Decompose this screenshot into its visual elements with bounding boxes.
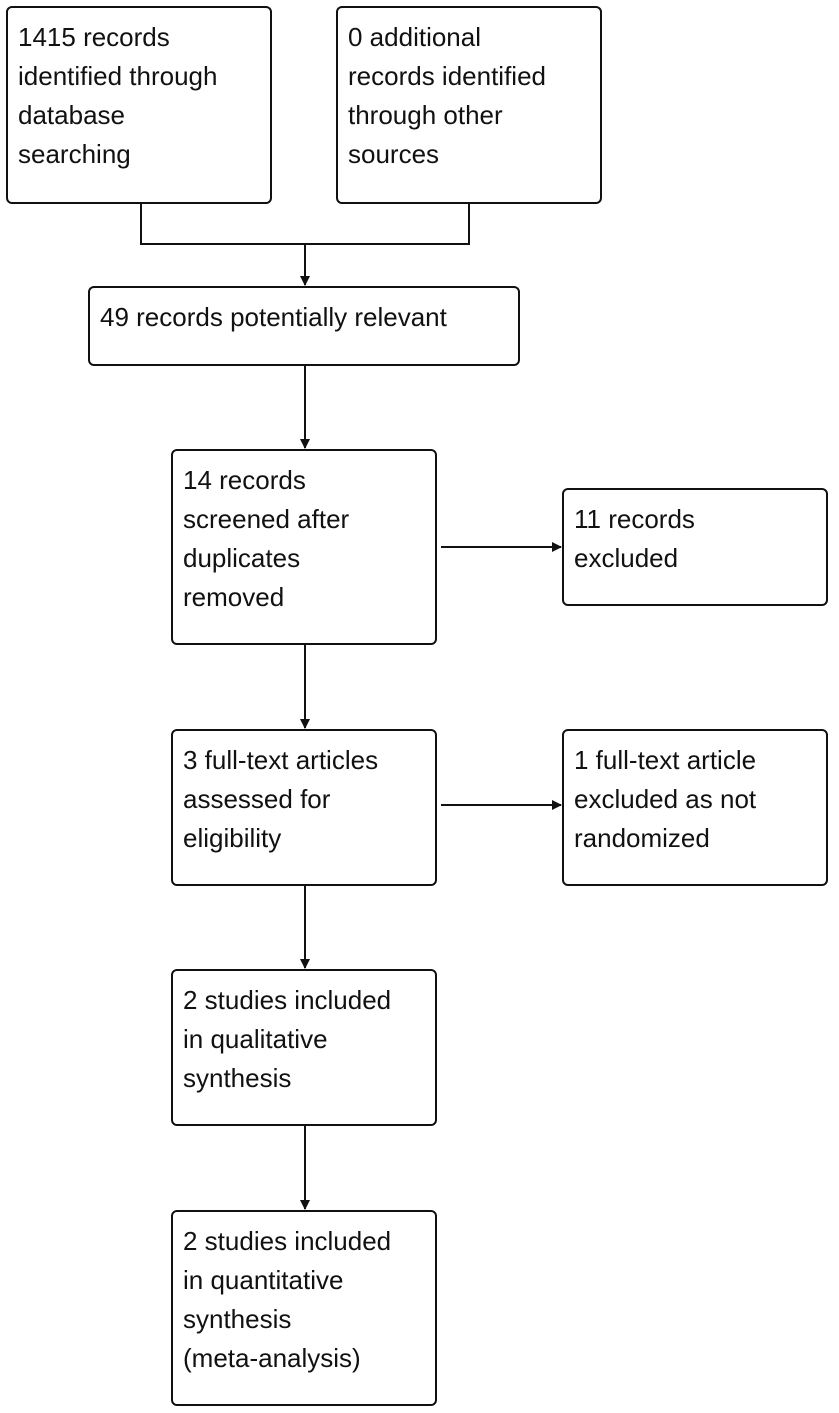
- potentially-relevant-box: 49 records potentially relevant: [88, 286, 520, 366]
- other-sources-box: 0 additional records identified through …: [336, 6, 602, 204]
- full-text-assessed-box: 3 full-text articles assessed for eligib…: [171, 729, 437, 886]
- database-records-box: 1415 records identified through database…: [6, 6, 272, 204]
- quantitative-synthesis-box: 2 studies included in quantitative synth…: [171, 1210, 437, 1406]
- screened-box: 14 records screened after duplicates rem…: [171, 449, 437, 645]
- merge-connector: [140, 204, 470, 245]
- excluded-box: 11 records excluded: [562, 488, 828, 606]
- qualitative-synthesis-box: 2 studies included in qualitative synthe…: [171, 969, 437, 1126]
- full-text-excluded-box: 1 full-text article excluded as not rand…: [562, 729, 828, 886]
